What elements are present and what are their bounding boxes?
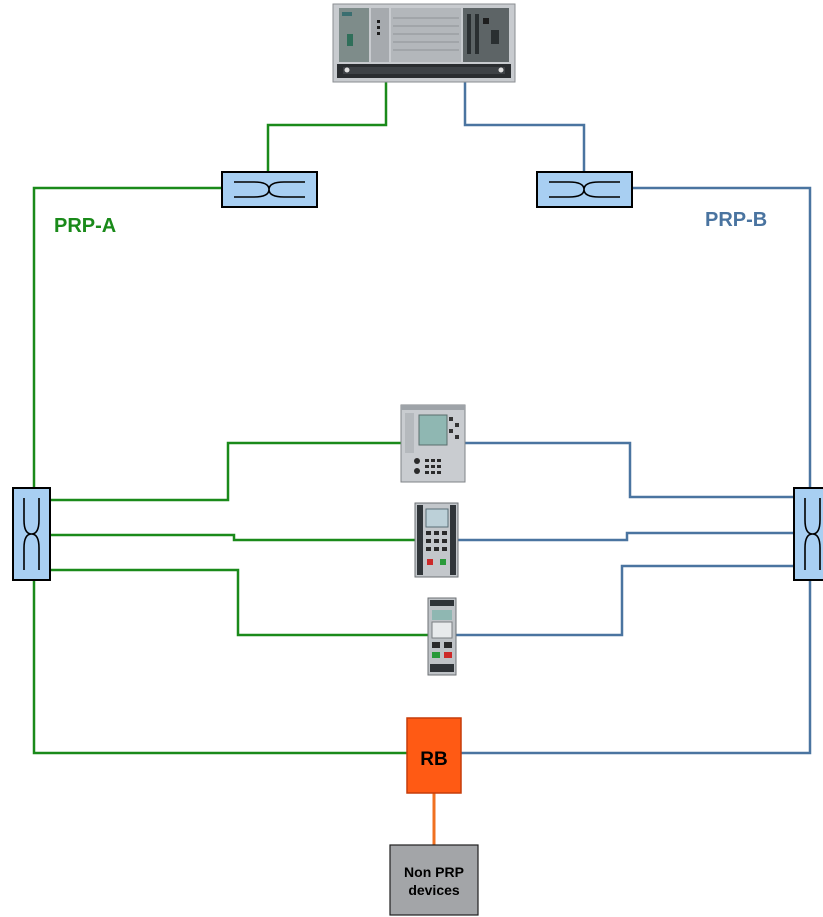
prp-a-label: PRP-A — [54, 215, 116, 237]
redbox-label: RB — [420, 749, 447, 770]
prp-a-links — [32, 82, 428, 755]
switch-b-right-to-ied-1 — [465, 441, 795, 499]
switch-b-right-to-redbox — [461, 580, 812, 755]
switch-a-left-to-ied-1 — [50, 441, 402, 502]
non-prp-label-line2: devices — [408, 882, 460, 898]
prp-b-label: PRP-B — [705, 209, 767, 231]
server-to-switch-a-top — [266, 82, 388, 172]
switch-prp-b-right — [793, 487, 823, 581]
non-prp-label-line1: Non PRP — [404, 864, 464, 880]
ethernet-switch-icon — [221, 171, 318, 208]
protection-relay-icon — [427, 597, 457, 676]
prp-b-links — [456, 82, 812, 755]
switch-a-left-to-ied-2 — [50, 533, 415, 542]
protection-relay-icon — [414, 502, 459, 578]
switch-a-left-to-ied-3 — [50, 568, 428, 637]
protection-relay-icon — [400, 404, 466, 483]
switch-prp-a-top — [221, 171, 318, 208]
ethernet-switch-icon — [12, 487, 51, 581]
server-to-switch-b-top — [463, 82, 586, 172]
ethernet-switch-icon — [536, 171, 633, 208]
switch-a-top-to-switch-a-left — [32, 186, 222, 488]
switch-b-top-to-switch-b-right — [629, 186, 812, 488]
switch-prp-b-top — [536, 171, 633, 208]
non-prp-devices: Non PRP devices — [389, 844, 479, 916]
switch-b-right-to-ied-2 — [458, 531, 795, 542]
redbox: RB — [406, 717, 462, 794]
redbox-box — [406, 717, 462, 794]
switch-prp-a-left — [12, 487, 51, 581]
switch-a-left-to-redbox — [32, 580, 407, 755]
switch-b-right-to-ied-3 — [456, 564, 795, 637]
ethernet-switch-icon — [793, 487, 823, 581]
rack-server-icon — [332, 3, 516, 83]
non-prp-devices-box — [389, 844, 479, 916]
